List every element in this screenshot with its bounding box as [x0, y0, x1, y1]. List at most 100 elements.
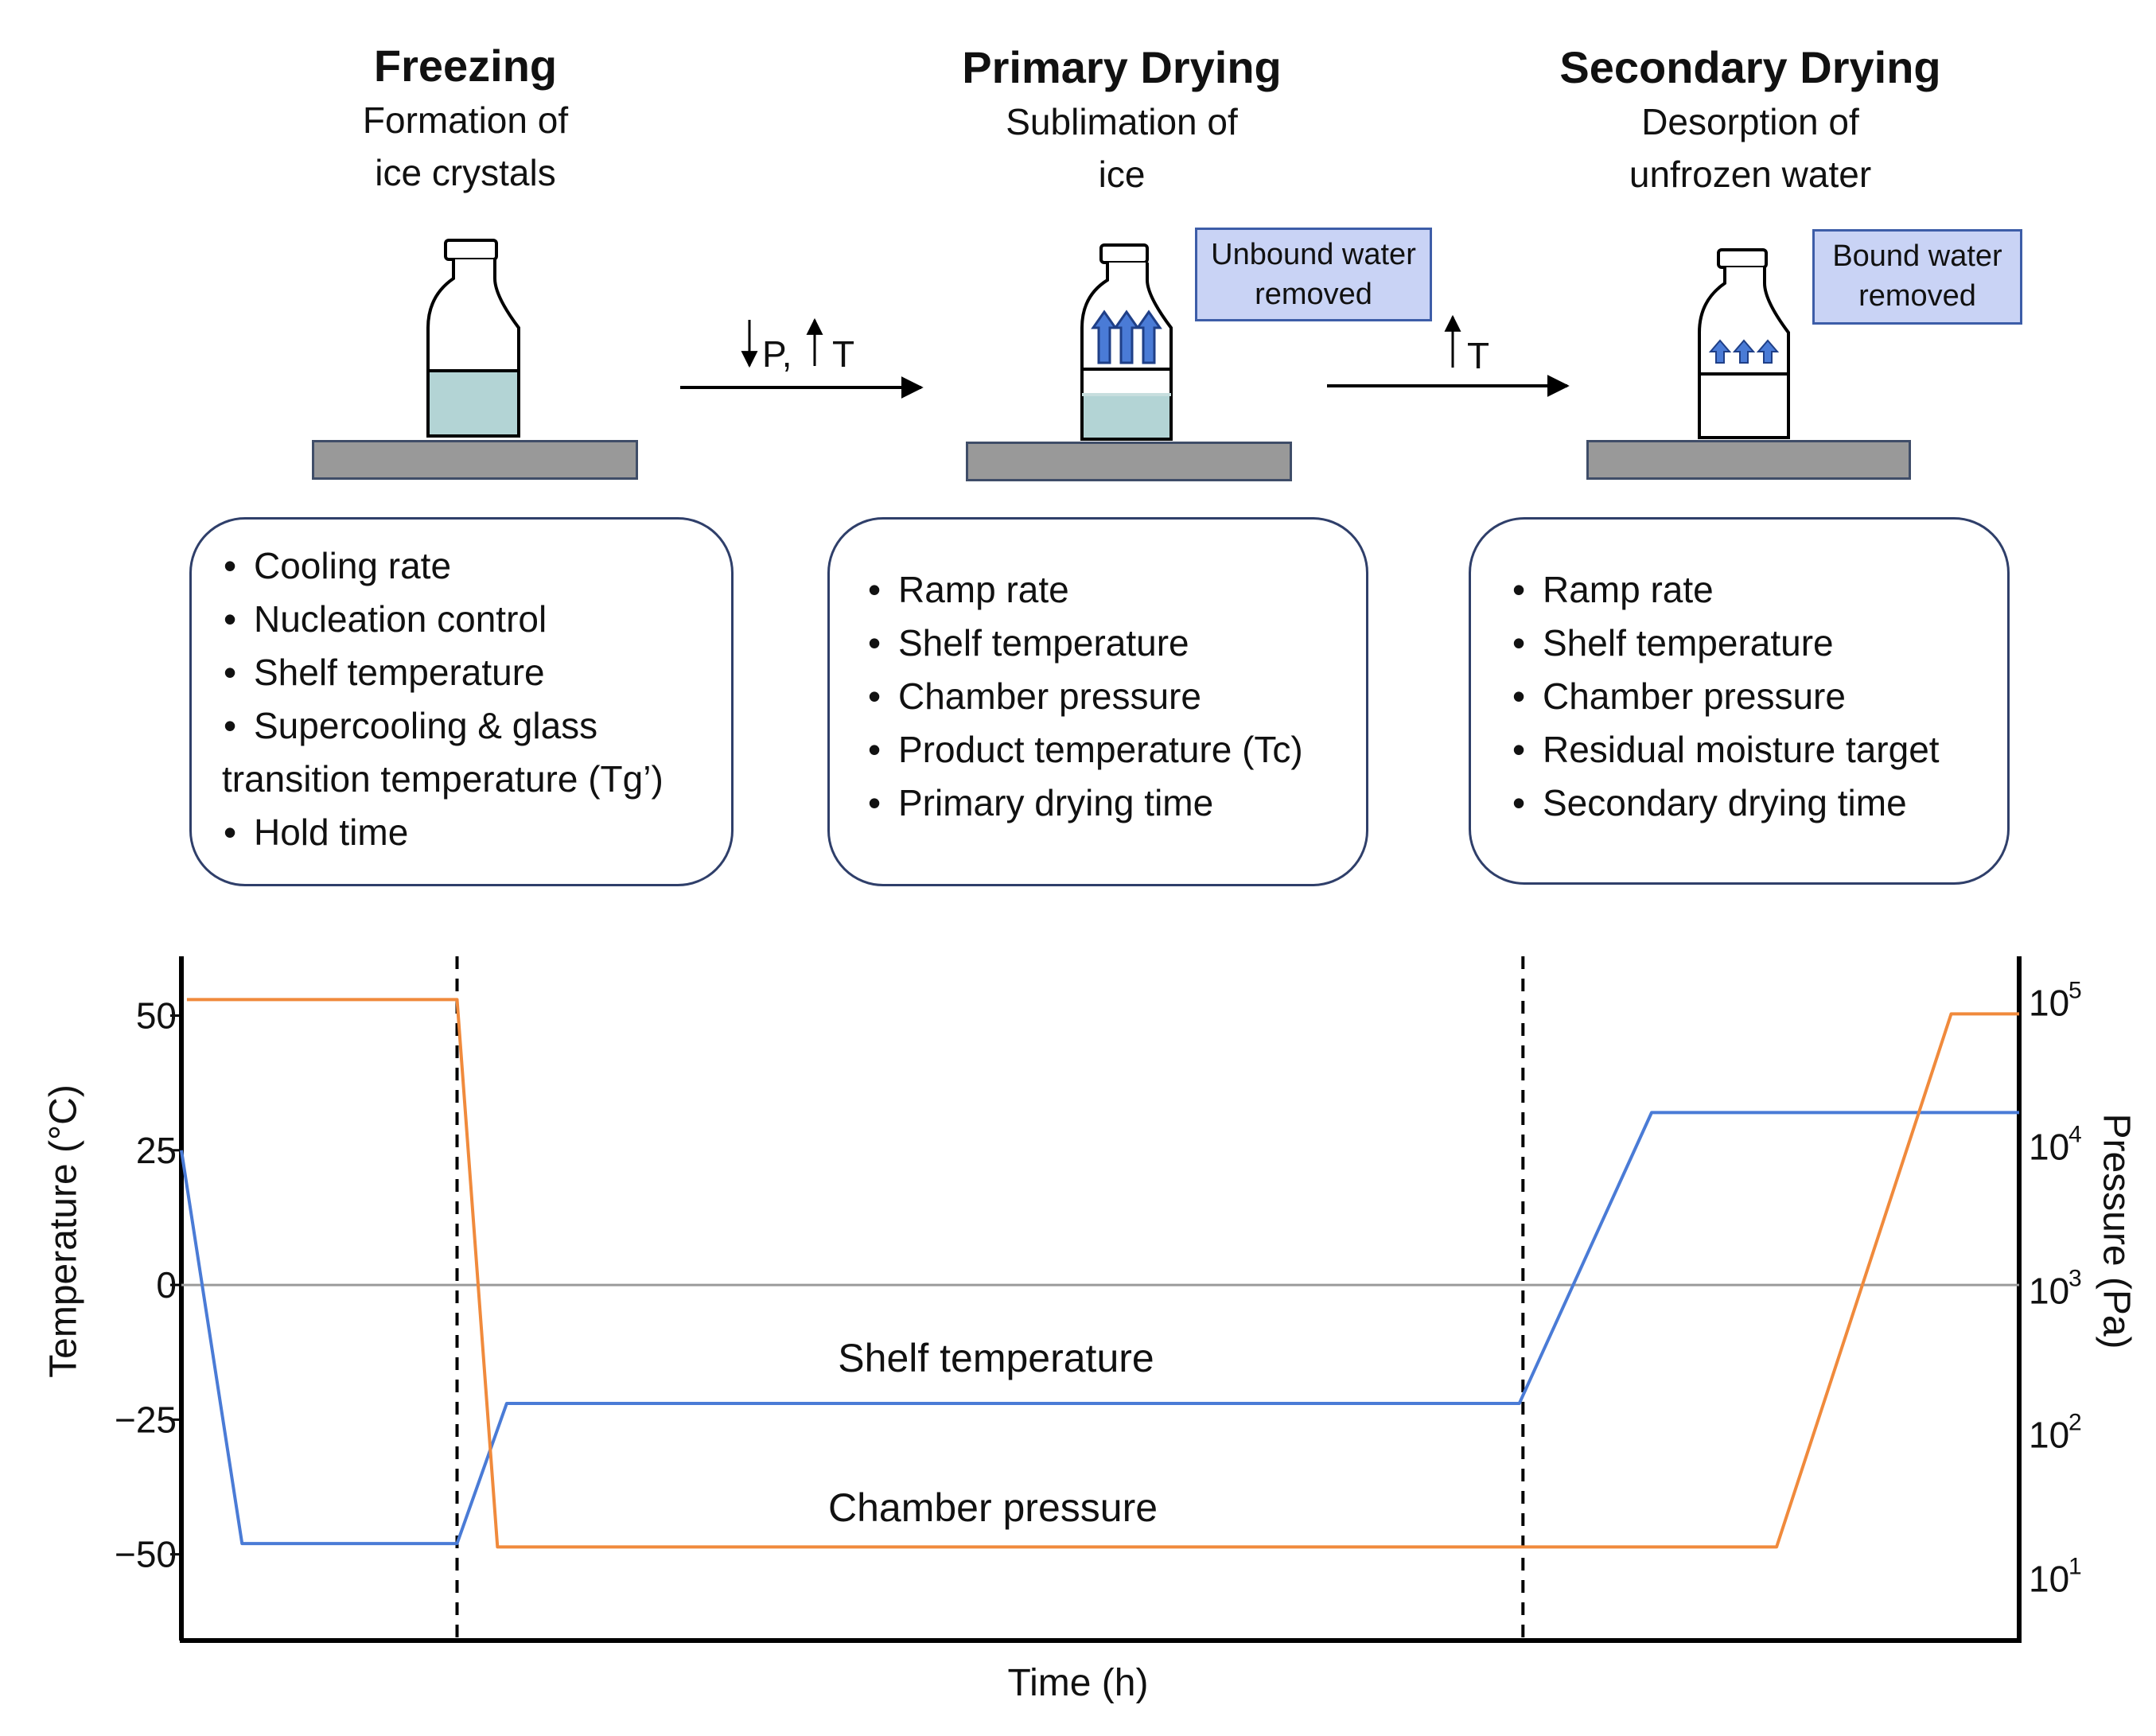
bound-water-tag: Bound water removed: [1812, 229, 2022, 325]
parameter-label: Cooling rate: [254, 545, 452, 586]
right-tick-exponent: 2: [2068, 1409, 2082, 1435]
parameter-label: Primary drying time: [898, 782, 1214, 823]
parameter-label: Supercooling & glass: [254, 705, 598, 746]
left-tick-label: 0: [156, 1264, 177, 1306]
shelf-temperature-annotation: Shelf temperature: [838, 1336, 1154, 1380]
transition-arrow-1: [680, 317, 924, 399]
stage-title: Freezing: [373, 41, 558, 91]
stage-subtitle: ice: [1098, 154, 1146, 195]
parameter-label: Shelf temperature: [898, 622, 1189, 664]
transition-label-2: T: [1467, 334, 1489, 377]
stage-title: Secondary Drying: [1559, 42, 1941, 92]
bullet-icon: •: [224, 545, 237, 586]
list-item: • Shelf temperature: [868, 617, 1189, 669]
shelf-plate: [966, 442, 1292, 481]
vial-primary-drying-icon: [1080, 243, 1173, 441]
parameter-label: Shelf temperature: [1543, 622, 1834, 664]
parameter-label: Ramp rate: [898, 569, 1069, 610]
left-tick-label: 50: [136, 995, 177, 1036]
bullet-icon: •: [868, 782, 881, 823]
right-tick-label: 10: [2029, 1126, 2069, 1167]
tag-line: removed: [1858, 279, 1976, 313]
bullet-icon: •: [224, 652, 237, 693]
left-y-axis-title: Temperature (°C): [42, 1084, 85, 1378]
shelf-plate: [1586, 440, 1911, 480]
temperature-label: T: [1467, 335, 1490, 376]
stage-subtitle: unfrozen water: [1629, 154, 1872, 195]
vial-illustrations: [426, 239, 1790, 441]
parameter-label: Nucleation control: [254, 598, 547, 640]
parameter-label: transition temperature (Tg’): [222, 758, 664, 800]
bullet-icon: •: [868, 675, 881, 717]
parameter-label: Hold time: [254, 812, 409, 853]
list-item: • Shelf temperature: [224, 646, 545, 699]
freezing-parameters-panel: • Cooling rate • Nucleation control • Shelf…: [189, 517, 734, 886]
list-item: • Chamber pressure: [868, 670, 1201, 722]
bullet-icon: •: [868, 569, 881, 610]
pressure-label: P,: [762, 333, 792, 375]
vial-secondary-drying-icon: [1698, 248, 1790, 439]
list-item: • Chamber pressure: [1512, 670, 1846, 722]
stage-subtitle: Sublimation of: [1006, 101, 1238, 142]
list-item: • Ramp rate: [868, 563, 1069, 616]
bullet-icon: •: [868, 729, 881, 770]
parameter-label: Residual moisture target: [1543, 729, 1940, 770]
parameter-label: Product temperature (Tc): [898, 729, 1303, 770]
stage-subtitle: Desorption of: [1641, 101, 1859, 142]
chart-axes: [179, 956, 2022, 1643]
left-tick-label: −50: [115, 1534, 177, 1575]
bullet-icon: •: [1512, 729, 1526, 770]
stage-freezing-header: Freezing Formation of ice crystals: [270, 38, 660, 199]
stage-subtitle: ice crystals: [375, 152, 556, 193]
list-item: • Supercooling & glass: [224, 699, 597, 752]
right-tick-label: 10: [2029, 1270, 2069, 1311]
series-line-chamber-pressure: [186, 998, 2019, 1549]
stage-subtitle: Formation of: [362, 99, 569, 141]
right-tick-label: 10: [2029, 982, 2069, 1023]
stage-title: Primary Drying: [962, 42, 1282, 92]
right-tick-label: 10: [2029, 1559, 2069, 1600]
shelf-plate: [312, 440, 638, 480]
bullet-icon: •: [224, 598, 237, 640]
series-line-shelf-temperature: [180, 1111, 2019, 1546]
parameter-label: Chamber pressure: [1543, 675, 1846, 717]
bullet-icon: •: [224, 705, 237, 746]
parameter-label: Secondary drying time: [1543, 782, 1907, 823]
list-item: • Secondary drying time: [1512, 777, 1907, 829]
vial-freezing-icon: [426, 239, 520, 438]
list-item: • Residual moisture target: [1512, 723, 1940, 776]
primary-drying-parameters-panel: • Ramp rate • Shelf temperature • Chamber p…: [827, 517, 1368, 886]
list-item: • Nucleation control: [224, 593, 547, 645]
transition-arrow-2: [1327, 314, 1570, 397]
parameter-label: Chamber pressure: [898, 675, 1201, 717]
tag-line: Bound water: [1832, 239, 2002, 273]
bullet-icon: •: [224, 812, 237, 853]
x-axis-title: Time (h): [1007, 1662, 1149, 1704]
list-item-continuation: transition temperature (Tg’): [222, 753, 664, 805]
list-item: • Ramp rate: [1512, 563, 1714, 616]
list-item: • Cooling rate: [224, 539, 451, 592]
secondary-drying-parameters-panel: • Ramp rate • Shelf temperature • Chamber p…: [1469, 517, 2010, 885]
transition-label-1: P,: [762, 333, 792, 376]
bullet-icon: •: [868, 622, 881, 664]
stage-primary-drying-header: Primary Drying Sublimation of ice: [915, 40, 1329, 200]
right-y-axis-title: Pressure (Pa): [2095, 1113, 2138, 1349]
right-tick-exponent: 1: [2068, 1554, 2082, 1580]
list-item: • Primary drying time: [868, 777, 1213, 829]
list-item: • Hold time: [224, 806, 408, 858]
right-tick-exponent: 4: [2068, 1121, 2082, 1147]
bullet-icon: •: [1512, 622, 1526, 664]
chamber-pressure-annotation: Chamber pressure: [828, 1485, 1158, 1530]
left-tick-label: 25: [136, 1130, 177, 1171]
bullet-icon: •: [1512, 569, 1526, 610]
tag-line: Unbound water: [1211, 238, 1416, 271]
unbound-water-tag: Unbound water removed: [1195, 228, 1432, 321]
right-tick-label: 10: [2029, 1414, 2069, 1455]
parameter-label: Ramp rate: [1543, 569, 1714, 610]
bullet-icon: •: [1512, 675, 1526, 717]
left-tick-label: −25: [115, 1399, 177, 1440]
parameter-label: Shelf temperature: [254, 652, 545, 693]
list-item: • Product temperature (Tc): [868, 723, 1303, 776]
bullet-icon: •: [1512, 782, 1526, 823]
